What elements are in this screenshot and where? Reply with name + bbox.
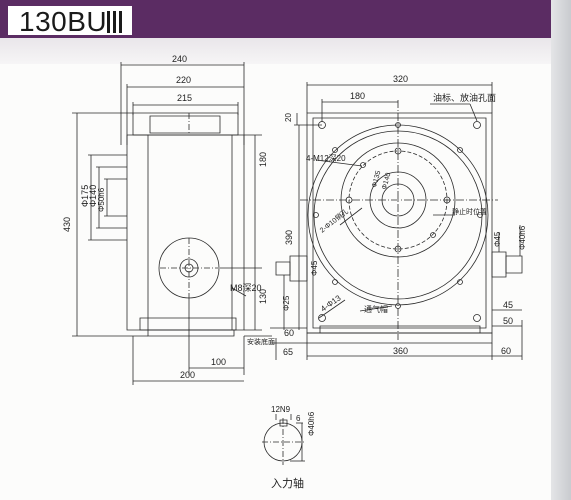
output-shaft-end — [506, 256, 522, 273]
side-view — [270, 82, 522, 360]
gearbox-body — [127, 135, 244, 330]
front-view — [72, 62, 272, 385]
oil-leader — [470, 104, 477, 121]
out-d45: Φ45 — [493, 231, 502, 247]
title-box: 130BU — [7, 5, 133, 37]
out-d40: Φ40h6 — [518, 225, 527, 250]
base-plate — [148, 330, 234, 336]
vent-label: 通气帽 — [364, 304, 388, 314]
m12-leader — [316, 160, 362, 166]
dim-390: 390 — [284, 230, 294, 245]
side-base — [307, 333, 492, 343]
dim-360: 360 — [393, 346, 408, 356]
page-fold-shadow — [551, 0, 571, 500]
key-label: 12N9 — [271, 405, 291, 414]
dim-130: 130 — [258, 289, 268, 304]
corner-hole — [319, 315, 326, 322]
rim-hole — [478, 213, 483, 218]
dim-50: 50 — [503, 316, 513, 326]
dim-60-left: 60 — [284, 328, 294, 338]
m8-leader — [232, 288, 246, 296]
mounting-note: 安装底面 — [247, 337, 275, 346]
input-shaft-title: 入力轴 — [271, 476, 304, 490]
bolt-hole — [361, 163, 366, 168]
oil-label: 油标、放油孔面 — [433, 92, 496, 103]
keyway — [280, 420, 287, 426]
dim-100: 100 — [211, 357, 226, 367]
shaft-diameter-label: Φ40h6 — [307, 411, 316, 436]
input-shaft-labels: 12N9 6 Φ40h6 入力轴 — [271, 405, 316, 490]
pin-leader — [340, 208, 362, 225]
dim-20: 20 — [284, 113, 293, 122]
dim-215: 215 — [177, 93, 192, 103]
d13-leader — [319, 300, 345, 318]
pcd140-label: Φ140 — [381, 172, 392, 191]
stop-label: 静止时位置 — [452, 207, 487, 216]
front-view-labels: 240 220 215 430 Φ175 Φ140 Φ50h6 180 130 … — [62, 54, 275, 380]
side-base-inner — [320, 326, 480, 333]
dim-65: 65 — [283, 347, 293, 357]
dim-220: 220 — [176, 75, 191, 85]
dim-d13: 4-Φ13 — [319, 293, 343, 314]
pcd135-label: Φ135 — [371, 170, 382, 189]
rim-hole — [458, 148, 463, 153]
dim-200: 200 — [180, 370, 195, 380]
depth-label: 6 — [296, 414, 301, 423]
dim-180: 180 — [258, 152, 268, 167]
dim-m8: M8深20 — [230, 283, 262, 293]
title-stripes — [107, 11, 127, 33]
dim-430: 430 — [62, 217, 72, 232]
dim-45: 45 — [503, 300, 513, 310]
dim-180-side: 180 — [350, 91, 365, 101]
side-body-inner — [313, 118, 486, 328]
scan-ghost-band — [0, 38, 556, 64]
title-banner: 130BU — [0, 0, 556, 38]
rim-hole — [458, 280, 463, 285]
corner-hole — [474, 122, 481, 129]
dim-d50: Φ50h6 — [97, 187, 106, 212]
dim-d140: Φ140 — [88, 185, 98, 207]
base-flange — [140, 318, 236, 330]
dim-320: 320 — [393, 74, 408, 84]
top-flange-inner — [150, 116, 220, 133]
rim-hole — [333, 280, 338, 285]
dim-d45: Φ45 — [310, 260, 319, 276]
dim-d25: Φ25 — [282, 295, 291, 311]
m12-label: 4-M12深20 — [306, 154, 346, 163]
bolt-hole — [431, 233, 436, 238]
vent-leader — [360, 306, 392, 311]
page-title: 130BU — [19, 6, 108, 37]
input-shaft-end — [276, 262, 290, 275]
corner-hole — [474, 315, 481, 322]
output-shaft-stub — [492, 252, 506, 277]
input-shaft-detail — [262, 414, 305, 465]
rim-hole — [333, 148, 338, 153]
dim-d175: Φ175 — [80, 185, 90, 207]
rim-hole — [314, 213, 319, 218]
dim-240: 240 — [172, 54, 187, 64]
dim-60-right: 60 — [501, 346, 511, 356]
input-shaft-stub — [290, 256, 307, 281]
